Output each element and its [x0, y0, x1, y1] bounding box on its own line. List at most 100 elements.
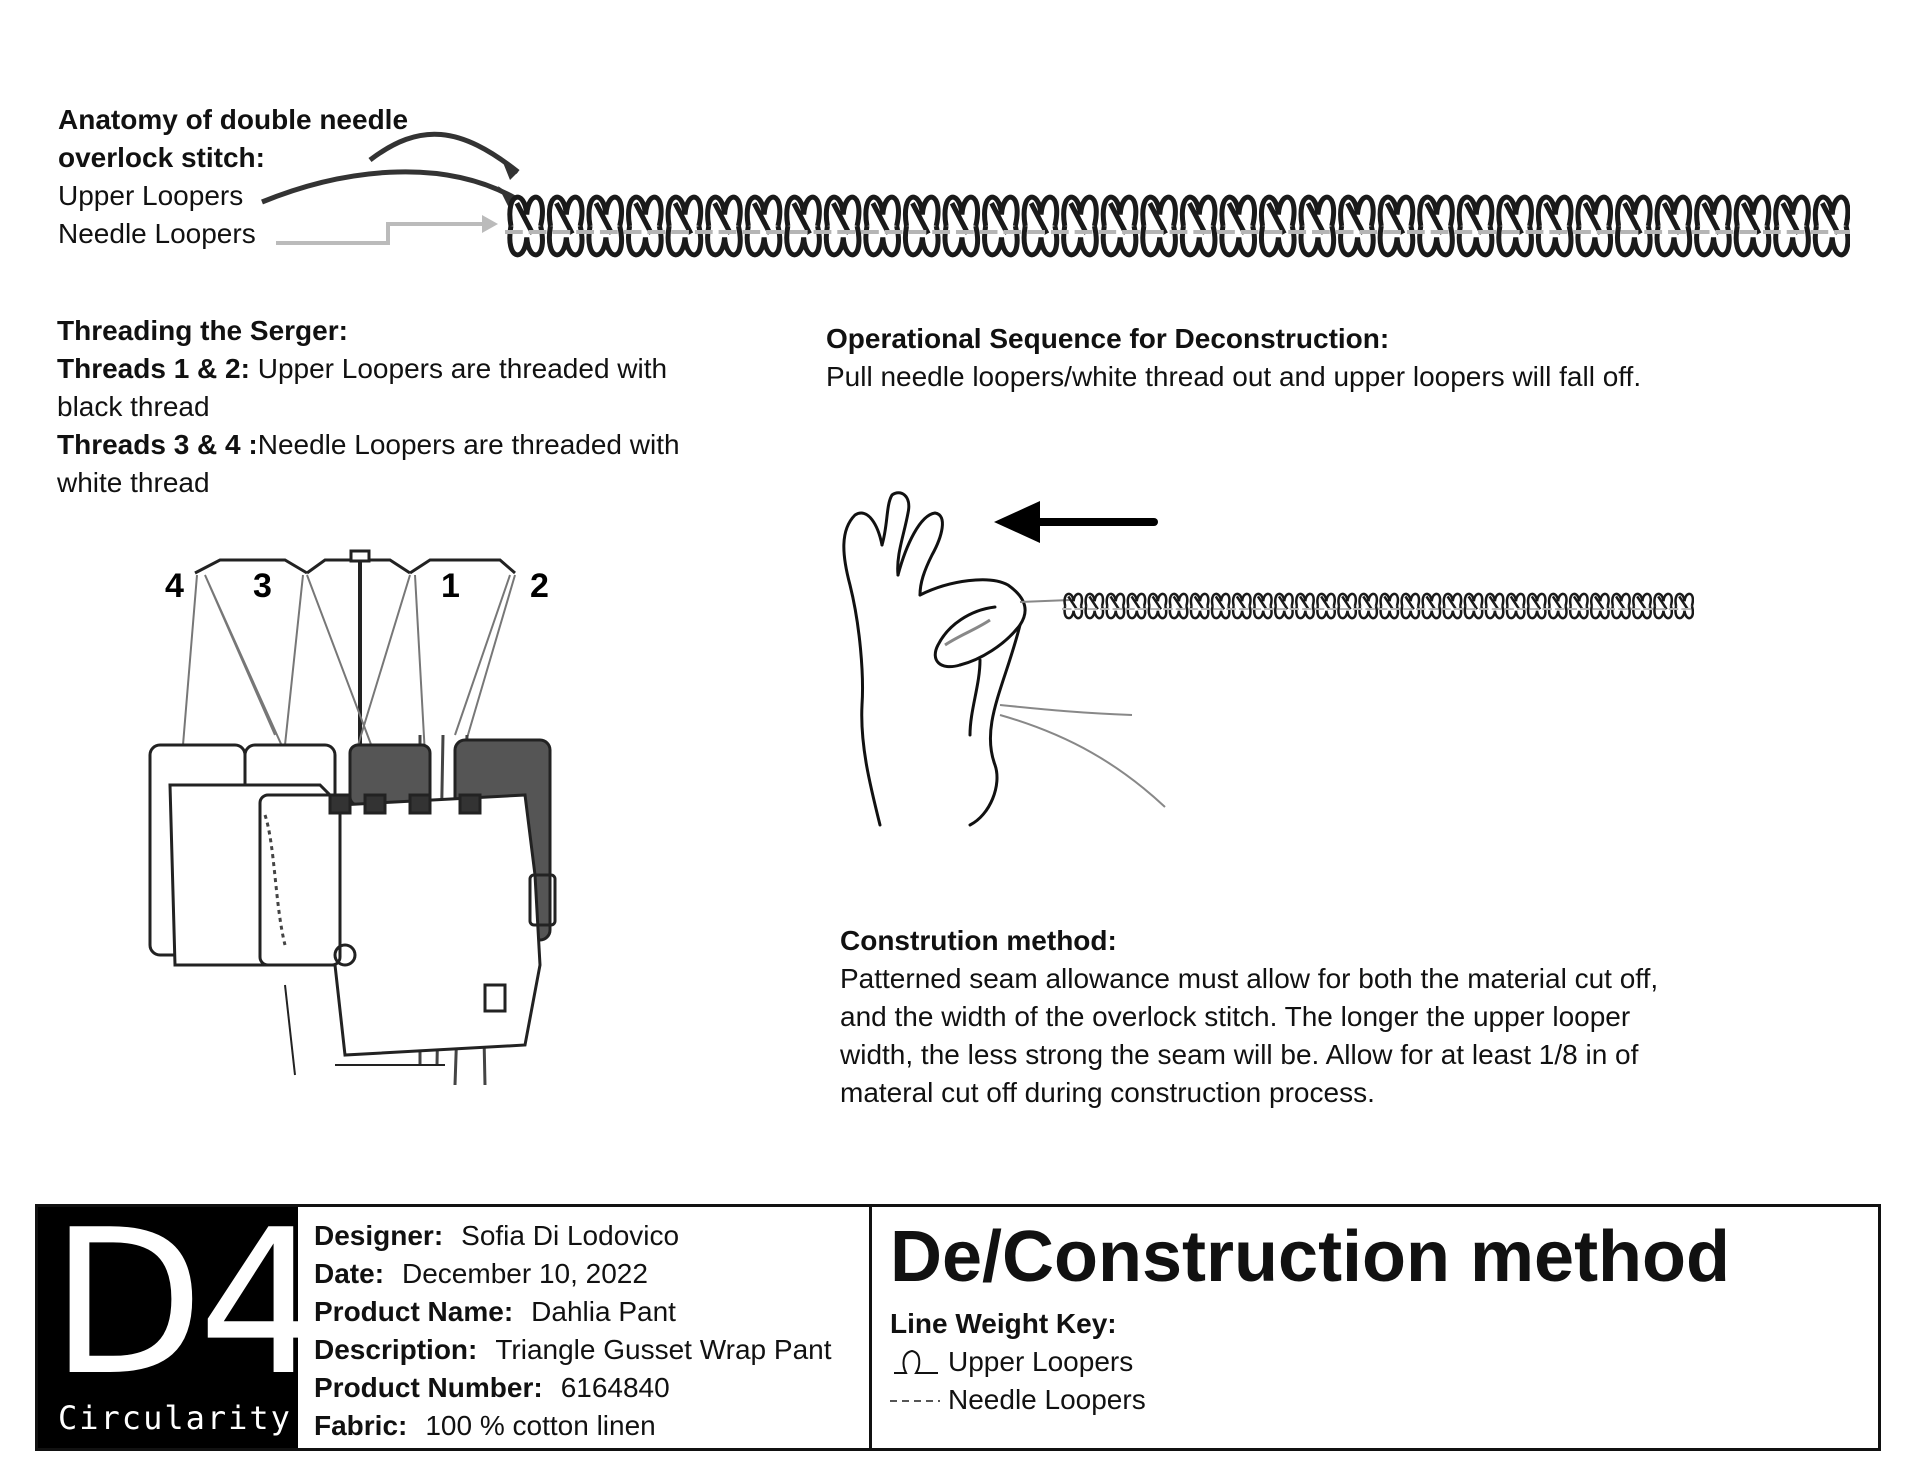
upper-looper-loop — [1379, 592, 1400, 620]
designer-row: Designer:Sofia Di Lodovico — [314, 1220, 680, 1251]
needle-loopers-arrow — [276, 222, 490, 245]
tension-dial-1 — [328, 793, 352, 815]
upper-looper-loop — [1694, 194, 1732, 258]
key-upper-loopers: Upper Loopers — [890, 1343, 1878, 1381]
upper-looper-loop — [1231, 592, 1252, 620]
threads12-label: Threads 1 & 2: — [57, 353, 250, 384]
upper-looper-loop — [1400, 592, 1421, 620]
upper-looper-loop — [1589, 592, 1610, 620]
upper-looper-loop — [705, 194, 743, 258]
upper-looper-loop — [1063, 592, 1084, 620]
upper-looper-loop — [1252, 592, 1273, 620]
upper-looper-loop — [1535, 194, 1574, 258]
threads34-text2: white thread — [57, 467, 210, 498]
upper-looper-loop — [1463, 592, 1484, 620]
held-thread — [944, 618, 991, 647]
hand-pulling-thread-illustration — [842, 491, 1166, 827]
overlock-stitch-diagram — [505, 194, 1850, 258]
date-row: Date:December 10, 2022 — [314, 1258, 648, 1289]
needle-looper-symbol-icon — [890, 1400, 940, 1402]
construction-section: Constrution method: Patterned seam allow… — [840, 922, 1658, 1112]
product-info-panel: Designer:Sofia Di Lodovico Date:December… — [298, 1207, 872, 1448]
fabric-value: 100 % cotton linen — [425, 1410, 656, 1441]
thread-to-chain — [1019, 599, 1071, 603]
upper-looper-loop — [1496, 194, 1534, 258]
upper-looper-loop — [626, 194, 664, 258]
threads12-text2: black thread — [57, 391, 210, 422]
anatomy-title-line2: overlock stitch: — [58, 142, 265, 173]
upper-looper-loop — [1526, 592, 1547, 620]
upper-looper-loop — [1316, 592, 1336, 620]
serger-illustration: 4 3 1 2 — [148, 549, 557, 1086]
upper-looper-loop — [1358, 592, 1379, 620]
upper-looper-loop — [1100, 194, 1139, 258]
upper-looper-loop — [942, 194, 981, 258]
thumb-tip — [933, 605, 997, 669]
upper-looper-loop — [1273, 592, 1294, 620]
upper-looper-loop — [1105, 592, 1126, 620]
upper-looper-symbol-icon — [894, 1349, 938, 1374]
product-number-row: Product Number:6164840 — [314, 1372, 670, 1403]
threads34-label: Threads 3 & 4 : — [57, 429, 258, 460]
middle-finger — [896, 511, 944, 597]
upper-looper-loop — [665, 194, 704, 258]
upper-looper-loop — [1295, 592, 1315, 620]
upper-looper-loop — [1611, 592, 1631, 620]
hand-outline-right — [968, 623, 1022, 827]
upper-looper-loop — [1812, 194, 1850, 258]
anatomy-section: Anatomy of double needle overlock stitch… — [58, 101, 408, 253]
anatomy-title-line1: Anatomy of double needle — [58, 104, 409, 135]
upper-looper-loop — [1338, 194, 1376, 258]
upper-looper-loop — [507, 194, 545, 258]
upper-looper-loop — [1654, 194, 1693, 258]
thread-number-3: 3 — [253, 567, 272, 605]
thread-number-2: 2 — [530, 567, 549, 605]
title-block: D4 Circularity Designer:Sofia Di Lodovic… — [35, 1199, 1881, 1451]
construction-line4: materal cut off during construction proc… — [840, 1077, 1375, 1108]
upper-looper-loop — [1442, 592, 1463, 620]
small-stitch-chain — [1062, 592, 1694, 620]
designer-value: Sofia Di Lodovico — [461, 1220, 680, 1251]
upper-looper-loop — [1337, 592, 1358, 620]
upper-looper-loop — [1568, 592, 1589, 620]
upper-looper-loop — [1575, 194, 1613, 258]
upper-looper-loop — [863, 194, 901, 258]
product-name-value: Dahlia Pant — [531, 1296, 676, 1327]
thread-number-4: 4 — [165, 567, 184, 605]
upper-looper-loop — [546, 194, 585, 258]
upper-looper-loop — [1773, 194, 1811, 258]
looper-chain — [263, 814, 287, 946]
machine-button — [483, 983, 507, 1013]
upper-looper-loop — [1219, 194, 1257, 258]
presser-foot — [284, 984, 296, 1076]
date-value: December 10, 2022 — [402, 1258, 648, 1289]
tension-dial-4 — [458, 793, 482, 815]
hand-outline-left — [842, 511, 884, 827]
construction-line2: and the width of the overlock stitch. Th… — [840, 1001, 1631, 1032]
method-title: De/Construction method — [890, 1217, 1730, 1297]
operational-section: Operational Sequence for Deconstruction:… — [826, 320, 1641, 396]
upper-looper-loop — [1632, 592, 1652, 620]
serger-body — [168, 783, 542, 1057]
palm-line — [968, 658, 982, 737]
upper-looper-loop — [586, 194, 625, 258]
needle-loopers-label: Needle Loopers — [58, 218, 256, 249]
operational-title: Operational Sequence for Deconstruction: — [826, 323, 1390, 354]
operational-text: Pull needle loopers/white thread out and… — [826, 361, 1642, 392]
upper-looper-loop — [1084, 592, 1105, 620]
upper-looper-loop — [1733, 194, 1772, 258]
key-needle-loopers: Needle Loopers — [890, 1381, 1878, 1419]
upper-looper-loop — [1021, 194, 1060, 258]
page-caption: Circularity — [58, 1399, 292, 1437]
threads12-text: Upper Loopers are threaded with — [249, 353, 668, 384]
threading-section: Threading the Serger: Threads 1 & 2: Upp… — [57, 312, 680, 502]
threading-title: Threading the Serger: — [57, 315, 348, 346]
upper-looper-loop — [823, 194, 862, 258]
upper-loopers-label: Upper Loopers — [58, 180, 244, 211]
description-row: Description:Triangle Gusset Wrap Pant — [314, 1334, 832, 1365]
upper-looper-loop — [1456, 194, 1495, 258]
tension-dial-2 — [363, 793, 387, 815]
upper-looper-loop — [1189, 592, 1210, 620]
upper-looper-loop — [1298, 194, 1337, 258]
anatomy-arrows — [261, 131, 520, 245]
